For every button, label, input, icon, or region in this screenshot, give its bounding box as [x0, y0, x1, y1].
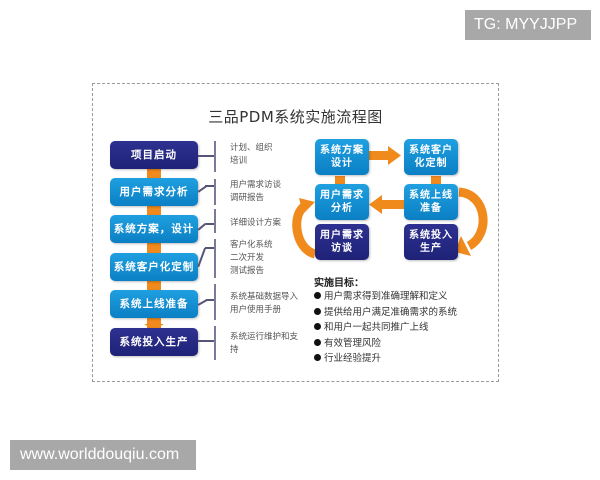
goals-title: 实施目标：: [314, 278, 364, 289]
note-link: [205, 185, 214, 187]
box-line: 用户需求: [320, 190, 364, 201]
note-link: [205, 247, 214, 249]
box-line: 准备: [420, 203, 442, 214]
cycle-requirement-analysis: 用户需求 分析: [315, 184, 369, 220]
cycle-production: 系统投入 生产: [404, 224, 458, 260]
note-line: 持: [230, 345, 239, 355]
note-customization: 客户化系统 二次开发 测试报告: [230, 239, 314, 278]
step-solution-design: 系统方案，设计: [110, 215, 198, 243]
goals-list: 用户需求得到准确理解和定义 提供给用户满足准确需求的系统 和用户一起共同推广上线…: [314, 289, 457, 367]
cycle-arrows: [292, 146, 488, 259]
note-bracket: [214, 239, 216, 278]
goal-item: 和用户一起共同推广上线: [314, 320, 457, 336]
box-line: 系统投入: [409, 230, 453, 241]
note-link: [197, 247, 206, 268]
cycle-solution-design: 系统方案 设计: [315, 139, 369, 175]
note-kickoff: 计划、组织 培训: [230, 142, 314, 168]
note-production: 系统运行维护和支 持: [230, 331, 314, 357]
note-bracket: [214, 141, 216, 172]
note-launch-prep: 系统基础数据导入 用户使用手册: [230, 291, 314, 317]
watermark-website: www.worlddouqiu.com: [10, 440, 196, 470]
note-line: 用户需求访谈: [230, 180, 282, 190]
box-line: 分析: [331, 203, 353, 214]
note-bracket: [214, 284, 216, 320]
note-line: 培训: [230, 156, 248, 166]
note-link: [206, 299, 214, 301]
note-link: [206, 223, 214, 225]
flow-connector: [147, 281, 161, 291]
flow-connector: [147, 168, 161, 178]
goal-item: 提供给用户满足准确需求的系统: [314, 305, 457, 321]
box-line: 用户需求: [320, 230, 364, 241]
note-line: 调研报告: [230, 193, 265, 203]
note-link: [198, 155, 214, 157]
step-customization: 系统客户化定制: [110, 253, 198, 281]
box-line: 化定制: [414, 158, 448, 169]
step-requirement-analysis: 用户需求分析: [110, 178, 198, 206]
note-line: 测试报告: [230, 266, 265, 276]
step-project-kickoff: 项目启动: [110, 141, 198, 169]
note-link: [197, 222, 207, 231]
goal-item: 行业经验提升: [314, 351, 457, 367]
cycle-requirement-interview: 用户需求 访谈: [315, 224, 369, 260]
flow-connector: [147, 243, 161, 253]
note-line: 二次开发: [230, 253, 265, 263]
note-design: 详细设计方案: [230, 217, 314, 230]
note-line: 客户化系统: [230, 240, 273, 250]
box-line: 系统上线: [409, 190, 453, 201]
note-analysis: 用户需求访谈 调研报告: [230, 179, 314, 205]
note-bracket: [214, 179, 216, 205]
note-line: 系统基础数据导入: [230, 292, 299, 302]
cycle-launch-prep: 系统上线 准备: [404, 184, 458, 220]
note-line: 详细设计方案: [230, 218, 282, 228]
box-line: 生产: [420, 243, 442, 254]
note-link: [198, 340, 214, 342]
note-bracket: [214, 209, 216, 233]
box-line: 访谈: [331, 243, 353, 254]
arrow-down-icon: [144, 324, 164, 330]
note-line: 用户使用手册: [230, 305, 282, 315]
box-line: 系统方案: [320, 145, 364, 156]
cycle-customization: 系统客户 化定制: [404, 139, 458, 175]
diagram-frame: 三品PDM系统实施流程图 项目启动 用户需求分析 系统方案，设计 系统客户化定制…: [92, 83, 499, 382]
flow-connector: [147, 206, 161, 216]
goal-item: 有效管理风险: [314, 336, 457, 352]
diagram-title: 三品PDM系统实施流程图: [208, 108, 383, 126]
watermark-telegram: TG: MYYJJPP: [465, 10, 591, 40]
box-line: 设计: [331, 158, 353, 169]
note-line: 系统运行维护和支: [230, 332, 299, 342]
step-production: 系统投入生产: [110, 328, 198, 356]
note-line: 计划、组织: [230, 143, 273, 153]
goal-item: 用户需求得到准确理解和定义: [314, 289, 457, 305]
flow-connector: [147, 318, 161, 328]
step-launch-prep: 系统上线准备: [110, 290, 198, 318]
note-bracket: [214, 326, 216, 360]
box-line: 系统客户: [409, 145, 453, 156]
